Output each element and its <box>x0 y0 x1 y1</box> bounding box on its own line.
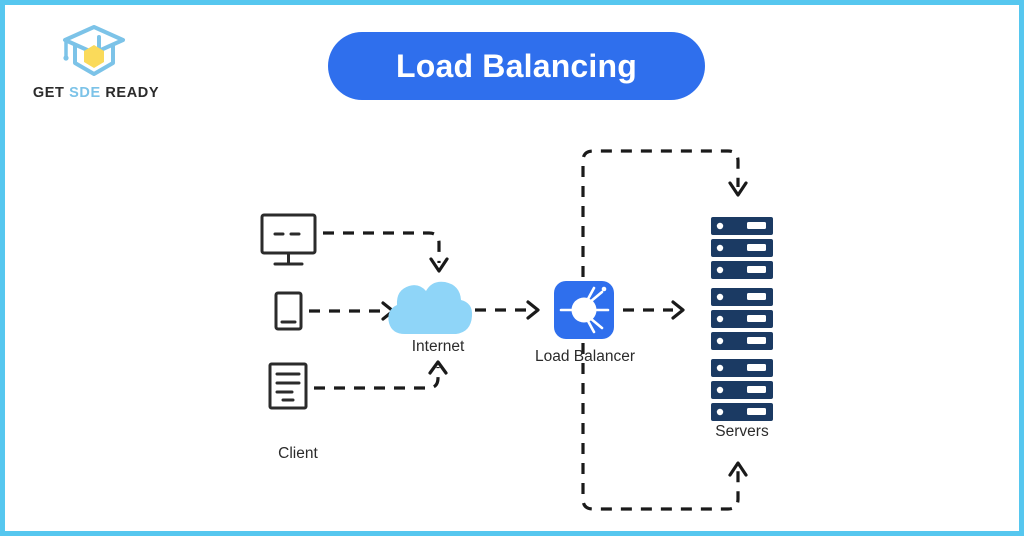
link-mobile-to-internet <box>309 301 395 321</box>
brand-name-ready: READY <box>100 85 160 101</box>
link-lb-to-server-bottom <box>581 343 748 511</box>
servers-label: Servers <box>715 423 769 440</box>
architecture-diagram <box>260 149 773 511</box>
link-document-to-internet <box>314 360 448 390</box>
link-lb-to-server-middle <box>623 300 685 320</box>
client-label: Client <box>278 445 318 462</box>
cloud-icon <box>388 281 473 334</box>
mobile-phone-icon <box>274 291 303 331</box>
server-rack-icon <box>711 217 773 279</box>
desktop-monitor-icon <box>260 213 317 266</box>
load-balancer-label: Load Balancer <box>535 348 635 365</box>
brand-name: GET SDE READY <box>31 85 161 101</box>
server-rack-icon <box>711 288 773 350</box>
document-icon <box>268 362 308 410</box>
page-title: Load Balancing <box>328 32 705 100</box>
link-lb-to-server-top <box>581 149 748 277</box>
link-desktop-to-internet <box>323 231 449 273</box>
page-title-text: Load Balancing <box>395 47 638 84</box>
link-internet-to-load-balancer <box>475 300 540 320</box>
brand-name-sde: SDE <box>69 85 101 101</box>
brand-name-get: GET <box>32 85 70 101</box>
brand-logo: GET SDE READY <box>31 23 161 109</box>
graduation-cap-icon <box>55 23 133 81</box>
server-rack-icon <box>711 359 773 421</box>
load-balancer-node-icon <box>554 281 614 339</box>
internet-label: Internet <box>411 338 465 355</box>
